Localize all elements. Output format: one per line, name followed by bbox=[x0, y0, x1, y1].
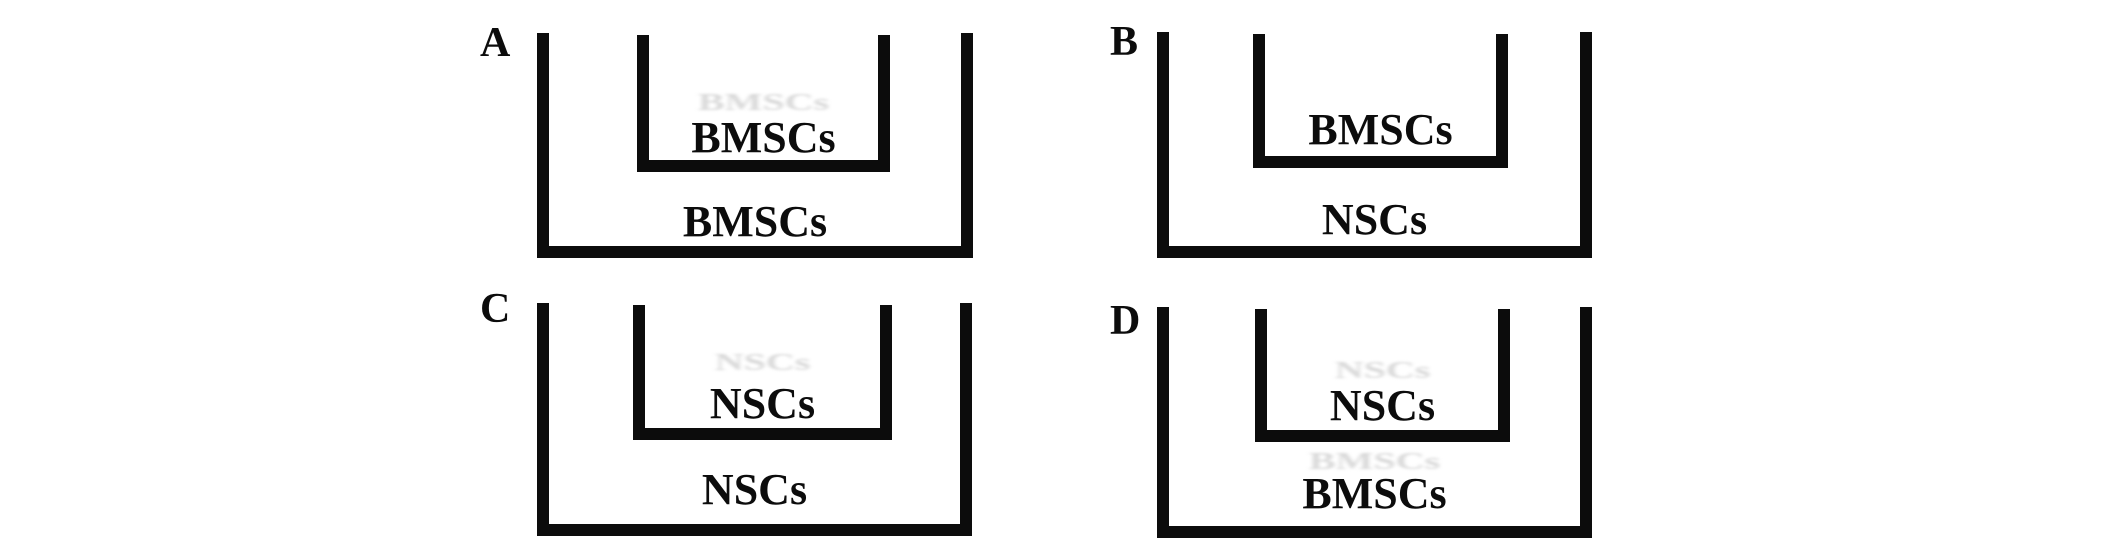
panel-a-culture-insert: BMSCs bbox=[637, 35, 890, 172]
panel-b-culture-insert: BMSCs bbox=[1253, 34, 1508, 168]
panel-c-well-label: NSCs bbox=[701, 465, 808, 514]
panel-a-letter: A bbox=[480, 20, 511, 66]
panel-b-well-label: NSCs bbox=[1321, 195, 1428, 244]
panel-c-insert-ghost-text: NSCs bbox=[714, 348, 811, 376]
panel-c-insert-label: NSCs bbox=[709, 379, 816, 428]
panel-d-outer-well bbox=[1157, 307, 1592, 538]
panel-b-outer-well bbox=[1157, 32, 1592, 258]
panel-d-well-label: BMSCs bbox=[1302, 469, 1447, 518]
panel-a-insert-ghost-text: BMSCs bbox=[697, 88, 830, 116]
panel-a-insert-label: BMSCs bbox=[691, 113, 836, 162]
panel-b-insert-label: BMSCs bbox=[1308, 105, 1453, 154]
panel-d-insert-label: NSCs bbox=[1329, 381, 1436, 430]
panel-d-culture-insert: NSCs bbox=[1255, 309, 1510, 442]
panel-a-outer-well bbox=[537, 33, 973, 258]
panel-c-culture-insert: NSCs bbox=[633, 305, 892, 440]
panel-c-outer-well bbox=[537, 303, 972, 536]
panel-d-insert-ghost-text: NSCs bbox=[1334, 356, 1431, 384]
panel-a-well-label: BMSCs bbox=[682, 197, 828, 246]
panel-b-letter: B bbox=[1110, 19, 1139, 65]
panel-d-letter: D bbox=[1110, 298, 1141, 344]
panel-d-well-ghost-text: BMSCs bbox=[1308, 447, 1441, 475]
panel-c-letter: C bbox=[480, 286, 511, 332]
